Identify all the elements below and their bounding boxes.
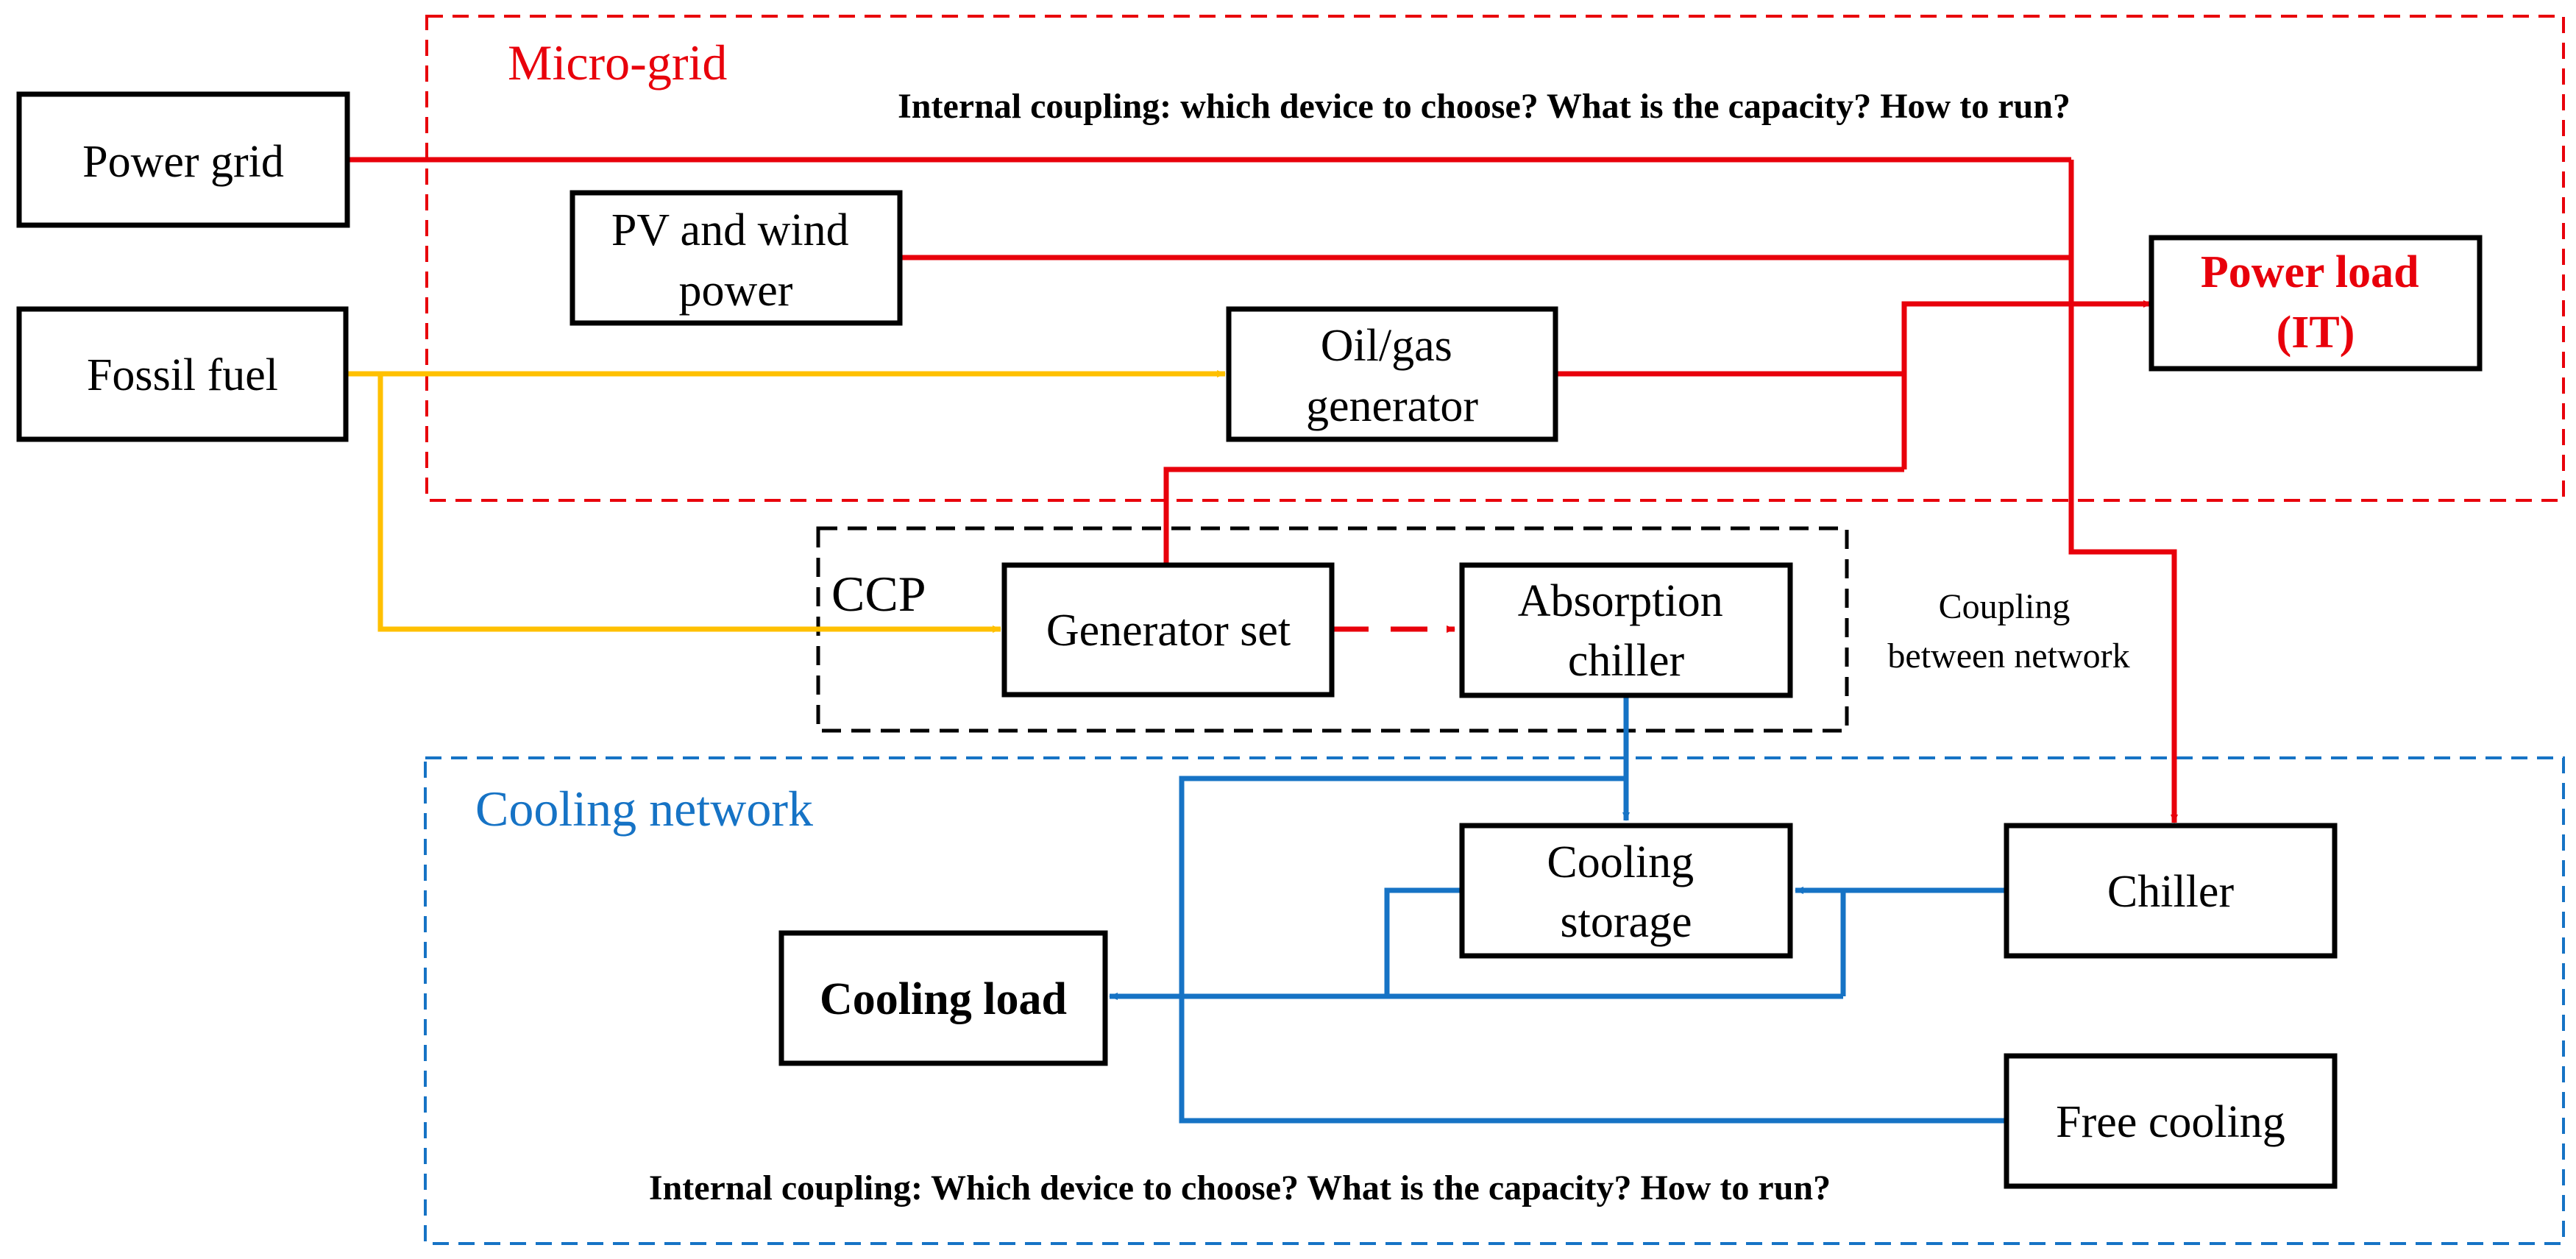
coupling-between-line-2: between network [1887,636,2129,675]
microgrid-label: Micro-grid [508,35,727,91]
fuel-to-generator-set-line [377,374,1001,633]
chiller-label: Chiller [2107,867,2235,917]
ccp-label: CCP [831,566,926,622]
power-grid-box[interactable]: Power grid [16,91,350,228]
oil-gas-label-line-1: Oil/gas [1321,321,1452,371]
chiller-box[interactable]: Chiller [2004,823,2338,959]
microgrid-note: Internal coupling: which device to choos… [898,87,2071,126]
generator-set-power-line [1163,467,1904,565]
power-load-label-line-2: (IT) [2277,308,2355,358]
cooling-storage-label-line-2: storage [1560,897,1692,947]
pv-wind-label-line-1: PV and wind [611,205,849,255]
oil-gas-generator-box[interactable]: Oil/gas generator [1226,306,1558,442]
generator-set-label: Generator set [1046,606,1291,656]
coupling-between-label: Coupling between network [1887,587,2129,675]
cooling-storage-label-line-1: Cooling [1547,837,1694,887]
oil-gas-label-line-2: generator [1306,381,1478,431]
pv-wind-box[interactable]: PV and wind power [570,190,903,326]
power-load-box[interactable]: Power load (IT) [2149,235,2483,372]
free-cooling-label: Free cooling [2056,1097,2285,1147]
absorption-chiller-label-line-1: Absorption [1518,576,1723,626]
generation-bus-line [1901,300,2152,469]
pv-wind-label: PV and wind power [611,205,860,316]
generator-set-box[interactable]: Generator set [1001,562,1335,698]
absorption-chiller-label-line-2: chiller [1568,636,1685,686]
storage-output-line [1384,887,1462,996]
cooling-network-note: Internal coupling: Which device to choos… [649,1168,1831,1207]
power-load-label: Power load (IT) [2201,247,2430,358]
fossil-fuel-box[interactable]: Fossil fuel [16,306,349,442]
absorption-chiller-label: Absorption chiller [1518,576,1735,686]
cooling-network-region [424,756,2565,1245]
power-grid-label: Power grid [82,137,284,187]
pv-wind-label-line-2: power [679,266,793,316]
free-cooling-line [1179,776,2006,1124]
fossil-fuel-label: Fossil fuel [87,350,278,400]
oil-gas-generator-label: Oil/gas generator [1306,321,1478,431]
absorption-chiller-box[interactable]: Absorption chiller [1459,562,1793,698]
cooling-network-label: Cooling network [475,781,813,837]
cooling-storage-label: Cooling storage [1547,837,1705,947]
cooling-load-label: Cooling load [820,974,1067,1024]
power-to-chiller-line [2068,160,2178,823]
cooling-load-box[interactable]: Cooling load [778,930,1108,1066]
coupling-between-line-1: Coupling [1939,587,2071,626]
free-cooling-box[interactable]: Free cooling [2004,1053,2338,1189]
power-load-label-line-1: Power load [2201,247,2419,297]
microgrid-region [425,15,2565,502]
cooling-storage-box[interactable]: Cooling storage [1459,823,1793,959]
